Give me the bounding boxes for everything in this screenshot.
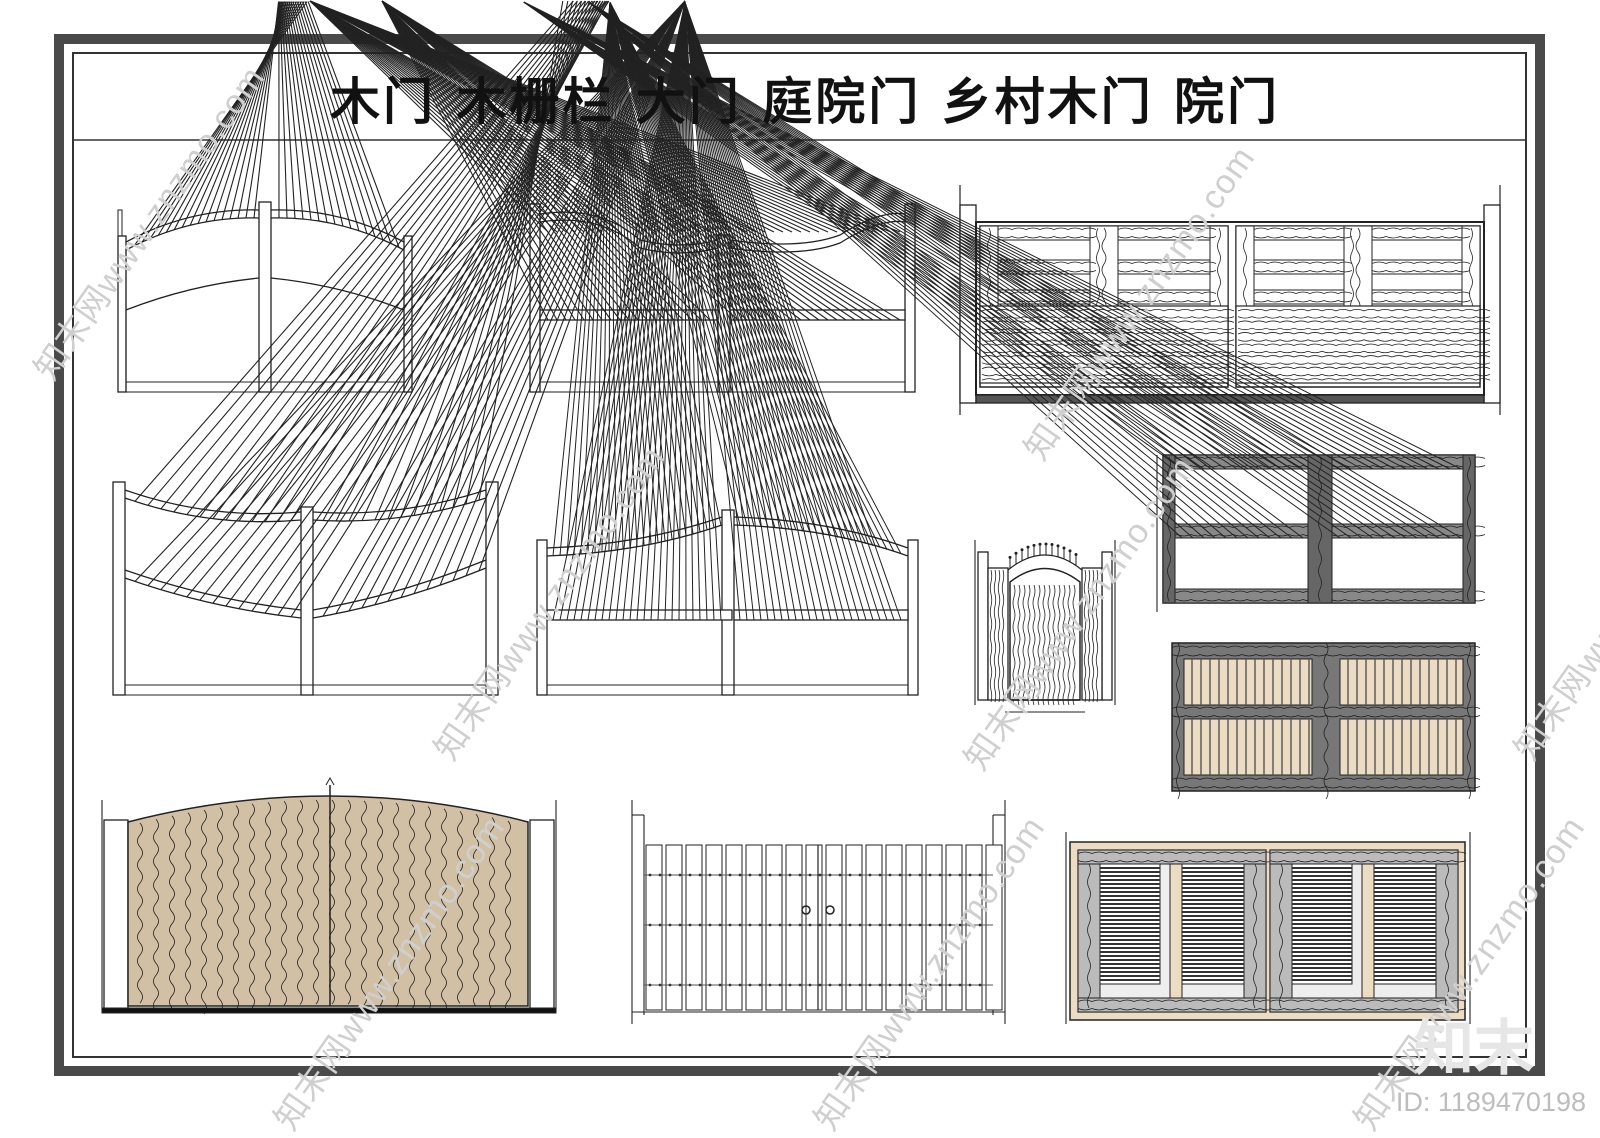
gate-11-louver-frame	[1066, 832, 1470, 1024]
id-label: ID: 1189470198	[1396, 1087, 1586, 1118]
brand-logo: 知末	[1414, 1000, 1534, 1087]
gate-8-beige-wood-panel	[1172, 643, 1480, 799]
gates-layer	[102, 1, 1500, 1024]
sheet-title: 木门 木栅栏 大门 庭院门 乡村木门 院门	[80, 62, 1530, 142]
